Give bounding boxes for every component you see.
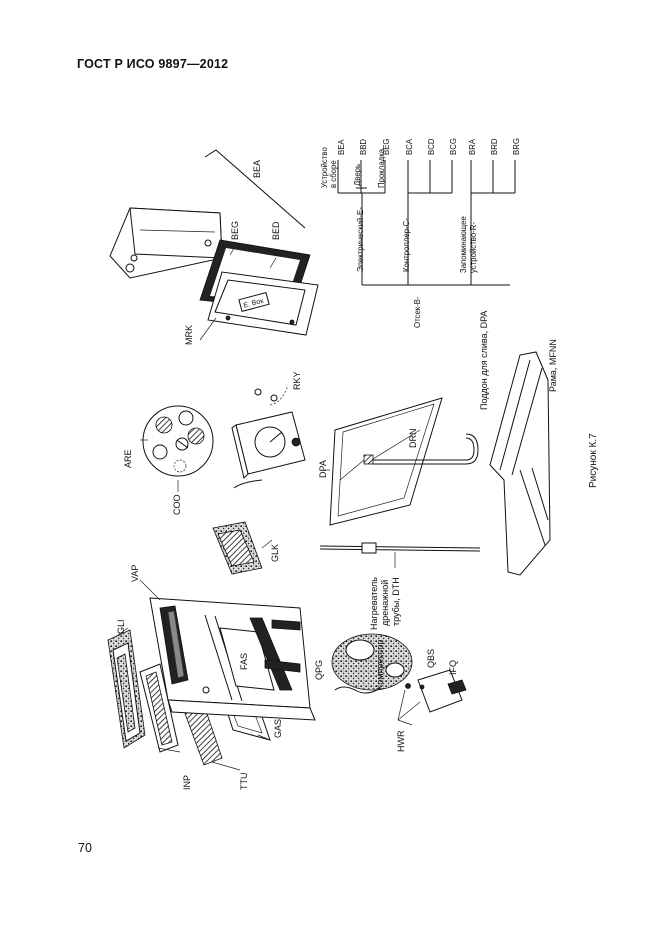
label-dth-3: трубы, DTH	[391, 577, 401, 626]
tree-code-bca: BCA	[405, 138, 414, 155]
cabinet-body-part	[149, 597, 316, 721]
label-mrk: MRK	[184, 325, 194, 345]
label-fas: FAS	[239, 653, 249, 670]
label-tray: Поддон для слива, DPA	[479, 311, 489, 410]
label-glk: GLK	[270, 544, 280, 562]
tree-sub-gasket: Прокладка	[377, 148, 386, 188]
label-hwr: HWR	[396, 730, 406, 752]
page-number: 70	[78, 841, 92, 855]
tree-code-bea: BEA	[337, 139, 346, 155]
tree-code-bbd: BBD	[359, 139, 368, 155]
label-bea: BEA	[252, 160, 262, 178]
tree-sub-assembly-1: Устройство	[320, 147, 329, 188]
label-bed: BED	[271, 221, 281, 240]
label-dth-1: Нагреватель	[369, 577, 379, 630]
tree-sub-assembly-2: в сборе	[329, 160, 338, 188]
compressor-part	[331, 633, 413, 694]
tree-sub-door: Дверь	[353, 164, 362, 186]
label-are: ARE	[123, 449, 133, 468]
label-coo: COO	[172, 494, 182, 515]
tree-branch-memory-1: Запоминающее	[459, 216, 468, 273]
glass-kit-part	[212, 521, 263, 575]
label-ifq: IFQ	[448, 660, 458, 675]
label-dpa: DPA	[318, 460, 328, 478]
hardware-part	[405, 683, 411, 689]
label-compressor: Компрессор	[375, 640, 385, 690]
label-beg: BEG	[230, 221, 240, 240]
door-part: Е. Вок	[207, 271, 319, 336]
tree-branch-controller: Контроллер-С-	[402, 218, 411, 272]
mounting-plate-part	[417, 669, 463, 713]
tree-code-bcg: BCG	[449, 138, 458, 155]
label-frame: Рама, MFNN	[548, 339, 558, 392]
label-qpg: QPG	[314, 660, 324, 680]
tree-branch-memory-2: устройство-R-	[469, 222, 478, 273]
tree-code-bra: BRA	[468, 138, 477, 155]
tree-code-brg: BRG	[512, 138, 521, 155]
tree-code-bcd: BCD	[427, 138, 436, 155]
label-qbs: QBS	[426, 649, 436, 668]
label-inp: INP	[182, 775, 192, 790]
label-gas: GAS	[273, 719, 283, 738]
label-gli: GLI	[116, 619, 126, 634]
round-panel-part	[142, 405, 214, 477]
inner-panel-part	[139, 663, 179, 753]
tree-code-brd: BRD	[490, 138, 499, 155]
drain-tray-part	[329, 397, 443, 526]
bracket-part	[447, 679, 467, 695]
component-tree	[337, 160, 516, 286]
label-drn: DRN	[408, 429, 418, 449]
controller-box-part	[231, 384, 306, 489]
tree-code-beg: BEG	[382, 139, 391, 155]
label-ttu: TTU	[239, 773, 249, 791]
figure-caption: Рисунок К.7	[588, 433, 599, 488]
drain-heater-part	[319, 542, 481, 568]
frame-part	[489, 351, 551, 576]
glass-lid-part	[107, 629, 146, 749]
drain-pipe-part	[373, 437, 475, 461]
tree-branch-electric: Электрический-Е-	[356, 207, 365, 272]
label-dth-2: дренажной	[380, 580, 390, 626]
document-header: ГОСТ Р ИСО 9897—2012	[77, 57, 229, 71]
label-rky: RKY	[292, 371, 302, 390]
electric-compartment-part	[109, 207, 223, 279]
tree-root-compartment: Отсек-В-	[413, 296, 422, 328]
label-vap: VAP	[130, 565, 140, 582]
